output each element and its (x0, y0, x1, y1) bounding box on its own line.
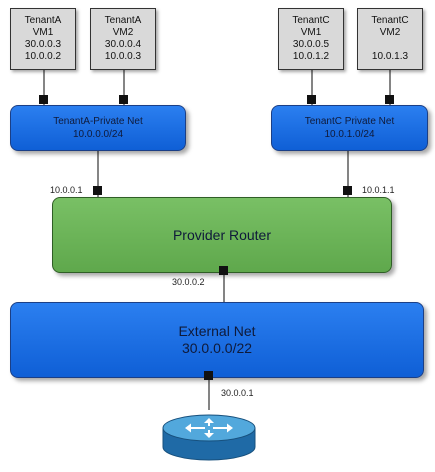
tenantc-vm2-box[interactable]: TenantC VM2 10.0.1.3 (357, 8, 423, 70)
vm-ip-private: 10.0.1.2 (292, 51, 330, 62)
vm-ip-private: 10.0.0.2 (24, 51, 62, 62)
vm-label: TenantC (292, 15, 330, 26)
port-tenanta-vm2 (119, 95, 128, 104)
network-cidr: 10.0.0.0/24 (72, 129, 124, 140)
external-gateway-ip: 30.0.0.1 (221, 388, 254, 398)
port-tenanta-vm1 (39, 95, 48, 104)
port-tenantc-gateway (343, 186, 352, 195)
vm-ip-external: 30.0.0.5 (292, 39, 330, 50)
network-cidr: 30.0.0.0/22 (181, 340, 253, 356)
provider-router[interactable]: Provider Router (52, 197, 392, 273)
tenanta-gateway-ip: 10.0.0.1 (50, 185, 83, 195)
tenantc-private-net[interactable]: TenantC Private Net 10.0.1.0/24 (271, 105, 428, 151)
network-name: TenantC Private Net (304, 116, 395, 127)
port-router-external (219, 266, 228, 275)
tenantc-gateway-ip: 10.0.1.1 (362, 185, 395, 195)
router-external-ip: 30.0.0.2 (172, 277, 205, 287)
vm-ip-private: 10.0.1.3 (371, 51, 409, 62)
vm-ip-external: 30.0.0.4 (104, 39, 142, 50)
tenanta-vm1-box[interactable]: TenantA VM1 30.0.0.3 10.0.0.2 (10, 8, 76, 70)
vm-name: VM2 (379, 27, 401, 38)
port-tenanta-gateway (93, 186, 102, 195)
vm-ip-private: 10.0.0.3 (104, 51, 142, 62)
router-name: Provider Router (172, 227, 272, 243)
tenanta-private-net[interactable]: TenantA-Private Net 10.0.0.0/24 (10, 105, 186, 151)
port-tenantc-vm2 (385, 95, 394, 104)
vm-label: TenantA (104, 15, 142, 26)
tenanta-vm2-box[interactable]: TenantA VM2 30.0.0.4 10.0.0.3 (90, 8, 156, 70)
port-external-gateway (204, 371, 213, 380)
vm-label: TenantC (371, 15, 409, 26)
vm-name: VM1 (300, 27, 322, 38)
network-cidr: 10.0.1.0/24 (324, 129, 375, 140)
router-icon (162, 414, 256, 461)
network-name: TenantA-Private Net (53, 116, 143, 127)
port-tenantc-vm1 (307, 95, 316, 104)
vm-ip-external: 30.0.0.3 (24, 39, 62, 50)
vm-name: VM1 (32, 27, 54, 38)
network-name: External Net (178, 323, 256, 339)
vm-name: VM2 (112, 27, 134, 38)
tenantc-vm1-box[interactable]: TenantC VM1 30.0.0.5 10.0.1.2 (278, 8, 344, 70)
external-net[interactable]: External Net 30.0.0.0/22 (10, 302, 424, 378)
vm-label: TenantA (24, 15, 62, 26)
